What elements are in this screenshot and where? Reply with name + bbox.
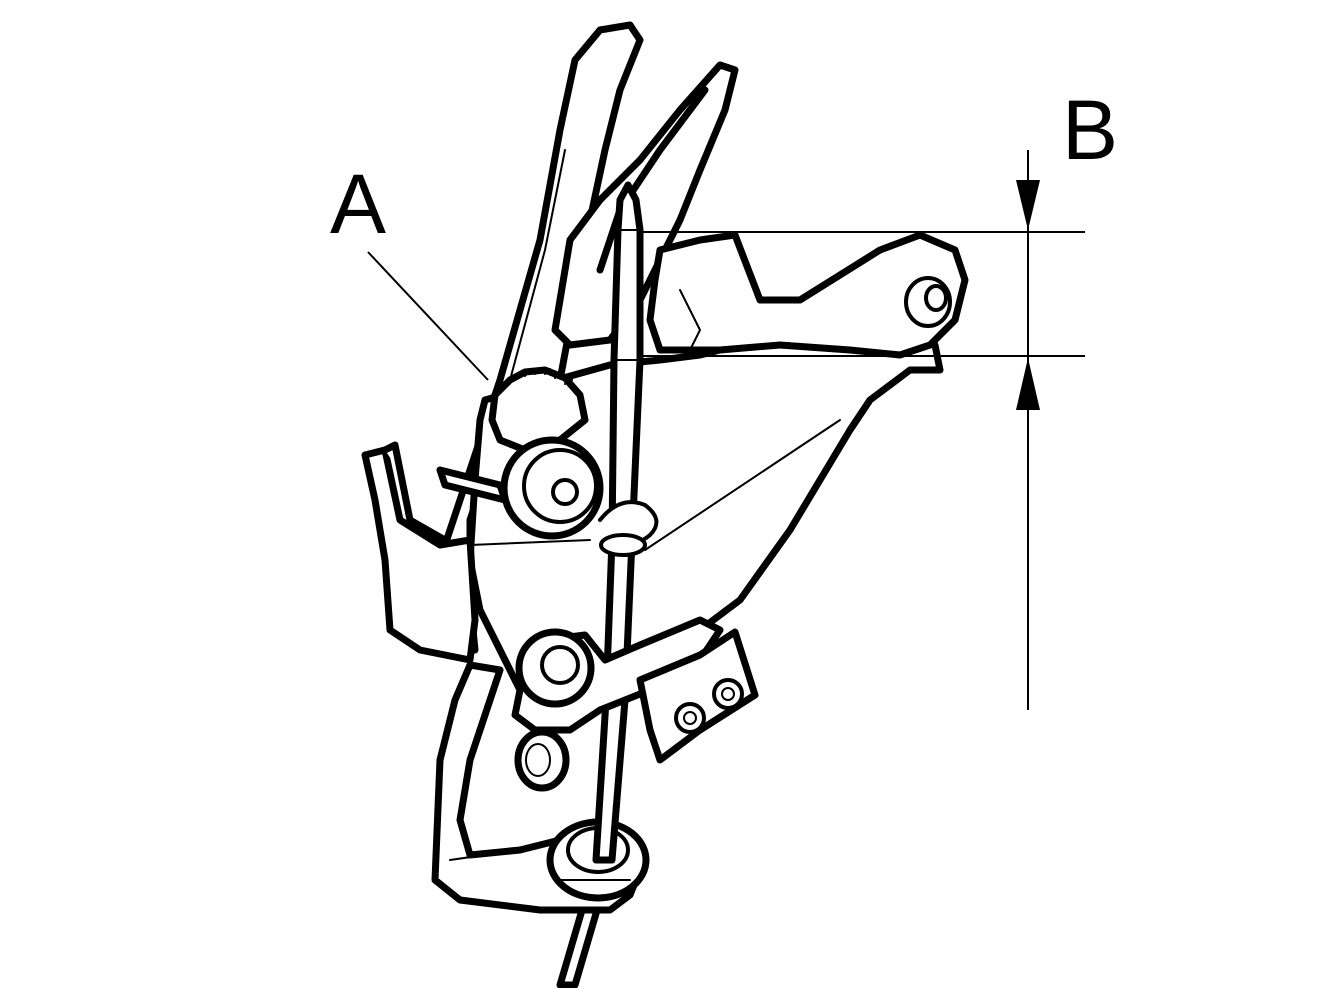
callout-label-b: B [1062, 83, 1119, 177]
dimension-b-bottom-arrow [1016, 358, 1040, 410]
pivot-pin [436, 466, 509, 504]
microswitch-block [636, 628, 759, 764]
u-channel-bracket [361, 441, 479, 664]
upper-right-bracket [646, 231, 969, 359]
sector-gear [488, 366, 589, 454]
callout-label-a: A [330, 157, 387, 251]
callout-a-leader [367, 251, 489, 381]
retaining-clip [598, 500, 659, 557]
dimension-b [640, 150, 1085, 710]
dimension-b-top-arrow [1016, 180, 1040, 230]
lower-pivot-bushing [514, 728, 570, 792]
upper-pivot-roller [500, 436, 604, 540]
